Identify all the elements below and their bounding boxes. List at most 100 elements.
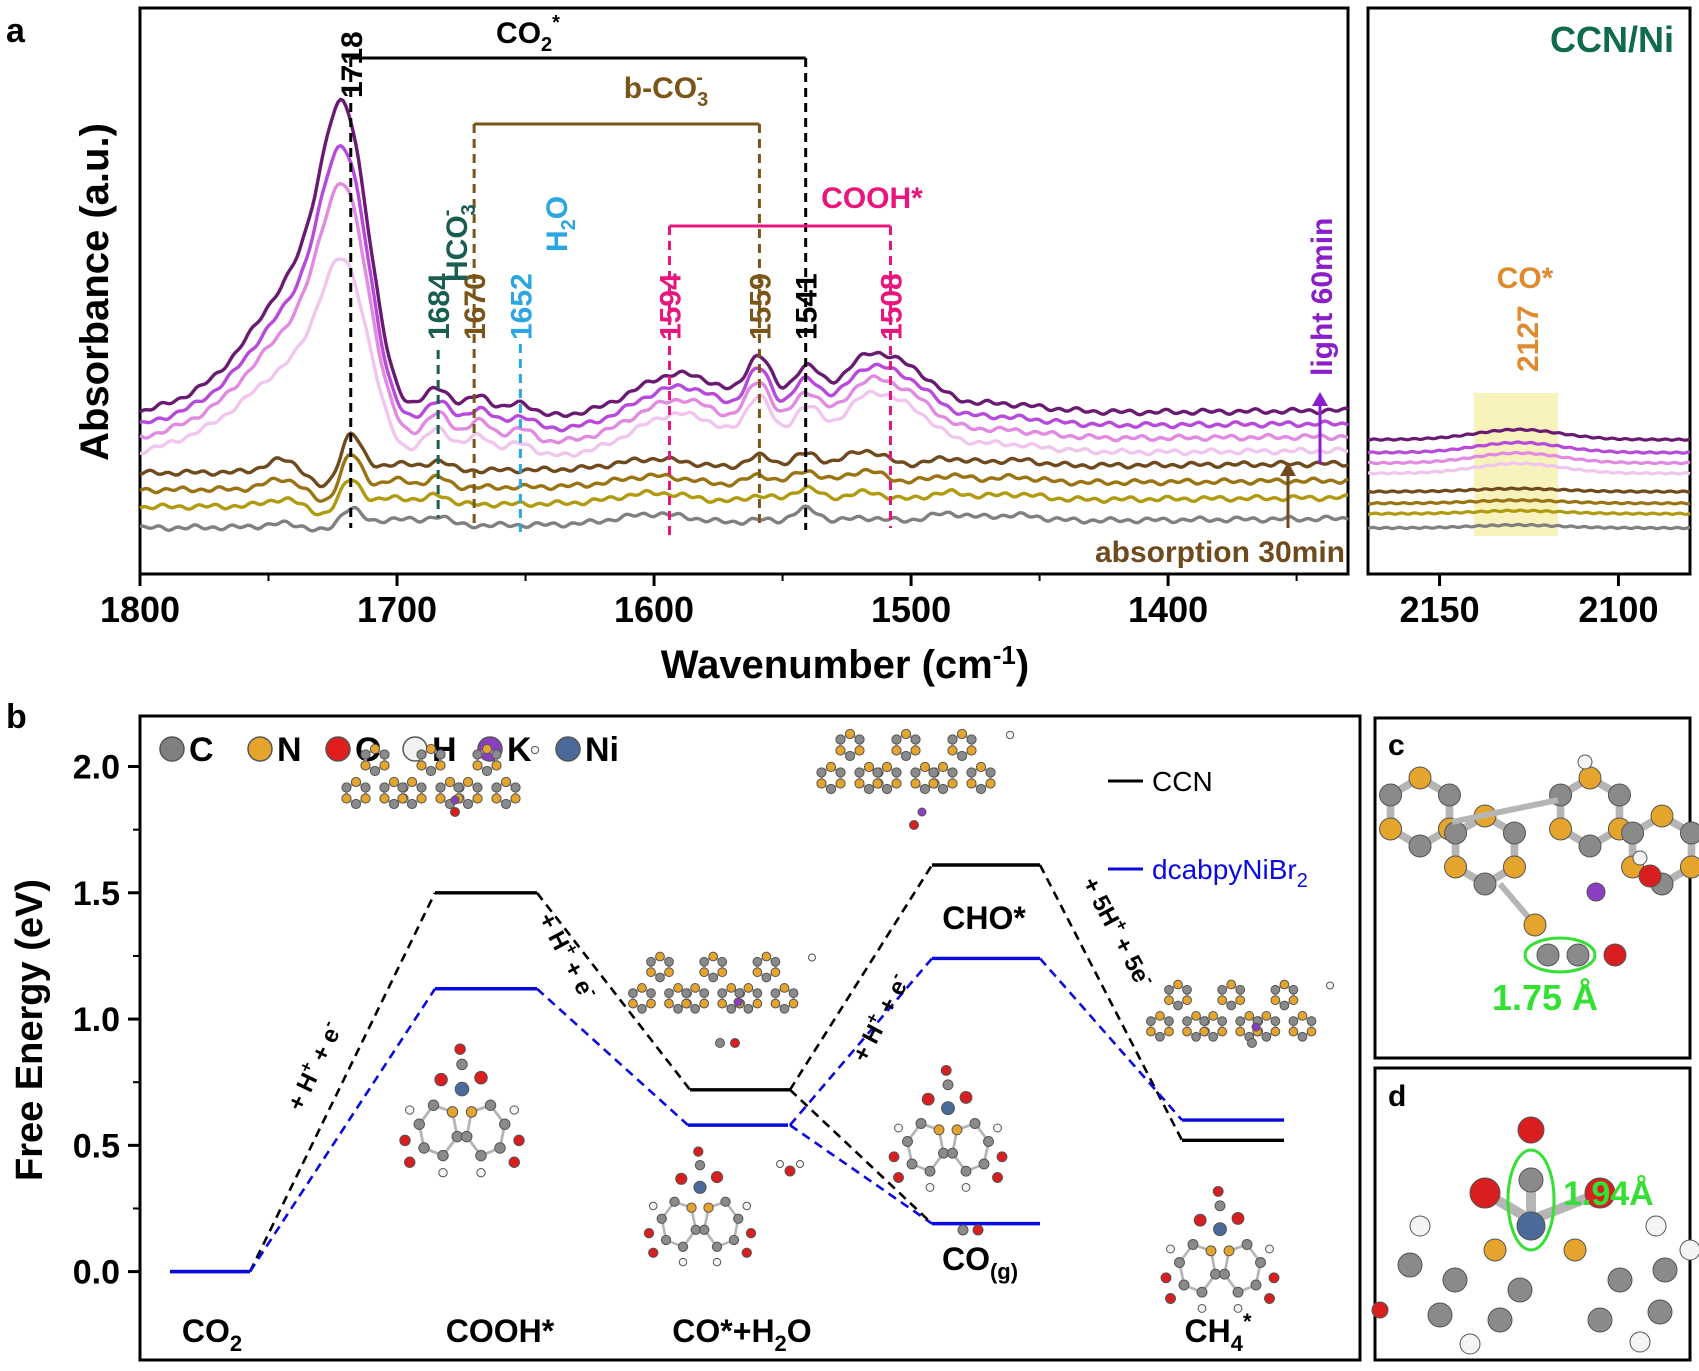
atom-N xyxy=(825,761,837,773)
panel-c-frame xyxy=(1373,716,1692,1060)
atom-N xyxy=(350,776,362,788)
atom-C xyxy=(628,988,638,998)
connector-dcabpyNiBr-2 xyxy=(536,987,689,1127)
spectrum-line-left xyxy=(139,143,1349,433)
atom-C xyxy=(637,1003,647,1014)
atom-N xyxy=(1650,804,1674,828)
spectrum-line-left xyxy=(139,478,1349,517)
atom-C xyxy=(1208,1031,1219,1042)
atom-N xyxy=(369,743,381,755)
element-swatch-C xyxy=(159,736,185,762)
atom-C xyxy=(1487,1307,1513,1333)
atom-Ni xyxy=(454,1081,470,1097)
atom-C xyxy=(956,750,968,762)
panel-a-right-frame xyxy=(1366,6,1692,576)
atom-N xyxy=(975,761,987,773)
atom-C xyxy=(915,1118,927,1129)
atom-C xyxy=(1199,1016,1209,1026)
atom-N xyxy=(726,983,737,993)
atom-O xyxy=(996,1151,1008,1163)
bond-highlight-c xyxy=(1523,936,1597,974)
atom-C xyxy=(1652,1257,1678,1283)
absorption-arrowhead xyxy=(1280,462,1296,476)
atom-C xyxy=(717,988,728,998)
state-cooh: COOH* xyxy=(446,1313,555,1349)
x-axis-label: Wavenumber (cm-1) xyxy=(661,640,1029,687)
atom-N xyxy=(1164,1026,1174,1037)
atom-C xyxy=(664,956,674,967)
atom-O xyxy=(454,1043,466,1055)
atom-C xyxy=(694,1160,706,1171)
atom-C xyxy=(1174,1257,1185,1268)
atom-N xyxy=(708,951,719,962)
atom-O xyxy=(1212,1185,1224,1197)
atom-C xyxy=(844,750,856,762)
x-tick-label-right: 2100 xyxy=(1578,589,1658,630)
energy-levels xyxy=(170,863,1284,1274)
atom-C xyxy=(947,734,958,745)
atom-H xyxy=(1166,1244,1175,1254)
peak-label-1559: 1559 xyxy=(744,273,777,340)
step-label-1: + H+ + e- xyxy=(279,1017,348,1115)
atom-C xyxy=(910,734,921,745)
atom-N xyxy=(637,983,647,993)
atom-N xyxy=(379,760,390,771)
y-tick-label: 0.0 xyxy=(73,1254,120,1292)
atom-C xyxy=(1270,1016,1281,1026)
atom-C xyxy=(475,1149,487,1162)
state-co-g: CO(g) xyxy=(942,1241,1018,1284)
atom-N xyxy=(1288,995,1299,1006)
atom-N xyxy=(947,778,958,789)
atom-H xyxy=(1632,850,1648,866)
atom-N xyxy=(444,776,456,788)
atom-N xyxy=(966,778,977,789)
y-axis-label: Absorbance (a.u.) xyxy=(73,123,117,461)
atom-N xyxy=(835,745,846,756)
atom-N xyxy=(1244,1011,1255,1021)
atom-C xyxy=(1306,1016,1317,1026)
atom-H xyxy=(1577,754,1593,770)
atom-N xyxy=(1164,995,1174,1006)
atom-K xyxy=(1251,1022,1261,1032)
peak-label-1594: 1594 xyxy=(654,273,687,340)
atom-H xyxy=(961,1182,971,1192)
atom-C xyxy=(1297,1031,1308,1042)
element-swatch-N xyxy=(247,736,273,762)
atom-N xyxy=(1578,766,1602,790)
legend-label-ni: dcabpyNiBr2 xyxy=(1152,854,1308,892)
atom-C xyxy=(928,767,939,778)
atom-N xyxy=(1217,1026,1228,1037)
atom-N xyxy=(743,983,754,993)
spectrum-line-right xyxy=(1367,522,1691,531)
co2-star-label: CO2* xyxy=(496,12,560,56)
peak-label-1718: 1718 xyxy=(336,31,369,98)
atom-O xyxy=(508,1156,520,1168)
atom-C xyxy=(1250,1279,1262,1291)
distance-label-c: 1.75 Å xyxy=(1492,977,1598,1018)
atom-N xyxy=(690,983,701,993)
atom-C xyxy=(435,782,446,793)
atom-Ni xyxy=(1516,1211,1546,1241)
atom-N xyxy=(816,778,827,789)
y-tick-label: 0.5 xyxy=(73,1127,120,1165)
atom-N xyxy=(481,743,493,755)
atom-C xyxy=(1621,821,1645,845)
atom-C xyxy=(1518,1167,1544,1193)
step-label-4: + 5H+ + 5e- xyxy=(1076,871,1160,992)
atom-O xyxy=(972,1224,984,1236)
atom-N xyxy=(1306,1026,1317,1037)
atom-H xyxy=(1233,1303,1243,1313)
atom-N xyxy=(341,793,352,804)
atom-N xyxy=(717,998,728,1009)
co-star-label: CO* xyxy=(1497,262,1554,295)
atom-C xyxy=(1155,1031,1165,1042)
atom-C xyxy=(734,988,745,998)
atom-O xyxy=(1264,1293,1275,1304)
atom-N xyxy=(435,760,446,771)
atom-C xyxy=(681,988,691,998)
atom-C xyxy=(416,782,427,793)
y-tick-label: 2.0 xyxy=(73,749,120,787)
atom-C xyxy=(770,988,781,998)
